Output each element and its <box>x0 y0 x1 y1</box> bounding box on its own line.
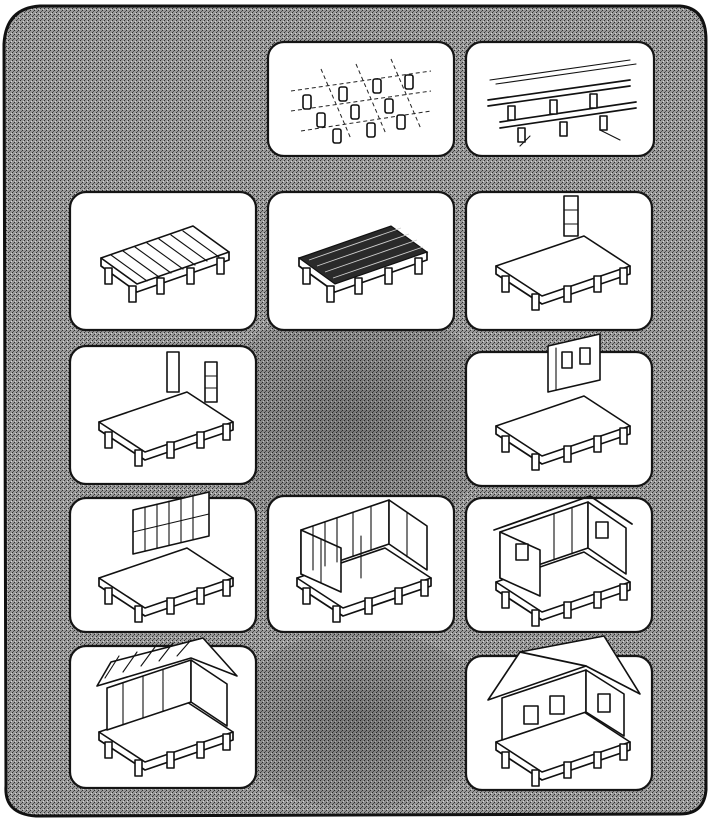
step-3-joists <box>70 192 256 330</box>
step-10-walls-complete <box>466 496 652 632</box>
step-5-platform-panel <box>466 192 652 330</box>
step-6-door-panel <box>70 346 256 484</box>
step-9-interior-walls <box>268 496 454 632</box>
step-1-piers <box>268 42 454 156</box>
step-8-wall-framing <box>70 492 256 632</box>
step-7-window-wall <box>466 334 652 486</box>
step-11-roof-rafters <box>70 638 256 788</box>
dark-shade-bottom <box>230 630 490 810</box>
step-2-beams <box>466 42 654 156</box>
step-4-floor-boards <box>268 192 454 330</box>
step-12-finished-house <box>466 636 652 790</box>
